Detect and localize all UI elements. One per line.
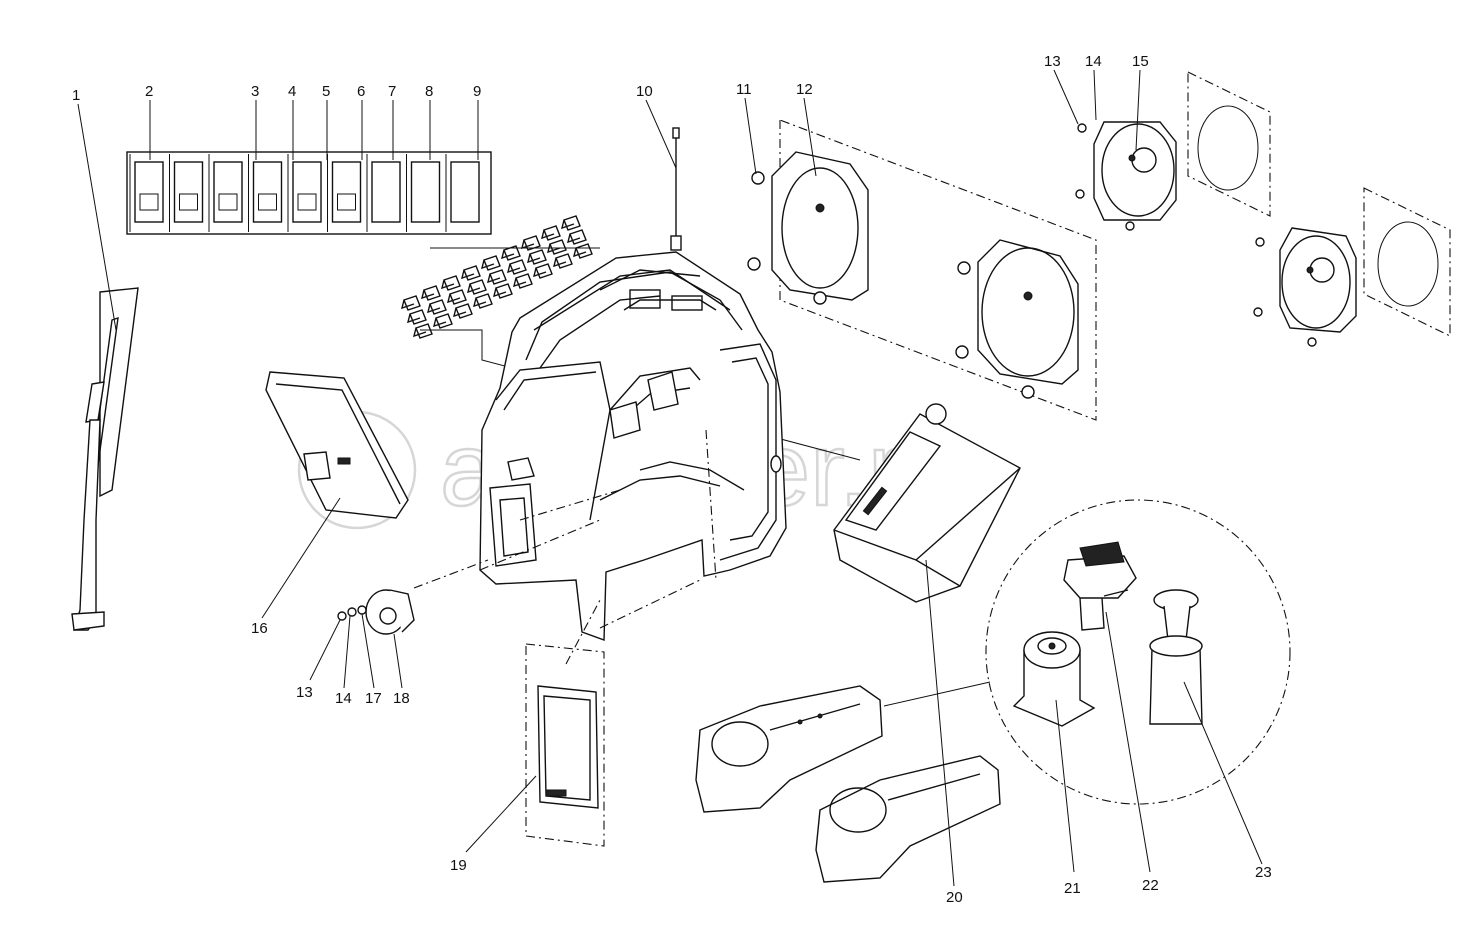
callout-22: 22 (1142, 877, 1159, 894)
callout-labels: 1 2 3 4 5 6 7 8 9 10 11 12 13 14 15 16 1… (72, 53, 1272, 906)
callout-11: 11 (736, 81, 752, 98)
callout-7: 7 (388, 83, 396, 100)
switch-cap (407, 309, 427, 325)
switch-cap (553, 253, 573, 269)
console-lower-2 (815, 755, 1001, 883)
switch-cap (541, 225, 561, 241)
switch-symbol-icon (297, 193, 317, 211)
switch-symbol-icon (218, 193, 238, 211)
rocker-switch (134, 161, 164, 223)
rocker-switch (292, 161, 322, 223)
switch-symbol-icon (139, 193, 159, 211)
callout-10: 10 (636, 83, 653, 100)
callout-17: 17 (365, 690, 382, 707)
antenna (670, 127, 682, 251)
switch-cap (413, 323, 433, 339)
switch-cap (493, 283, 513, 299)
callout-18: 18 (393, 690, 410, 707)
speaker-lower (1253, 187, 1451, 347)
callout-21: 21 (1064, 880, 1081, 897)
switch-cap (441, 275, 461, 291)
callout-13-top: 13 (1044, 53, 1061, 70)
switch-cap (401, 295, 421, 311)
callout-3: 3 (251, 83, 259, 100)
switch-cap (533, 263, 553, 279)
speaker-upper (1075, 71, 1271, 231)
callout-4: 4 (288, 83, 296, 100)
callout-5: 5 (322, 83, 330, 100)
callout-1: 1 (72, 87, 80, 104)
switch-cap (547, 239, 567, 255)
callout-23: 23 (1255, 864, 1272, 881)
rocker-switch (371, 161, 401, 223)
callout-14-bottom: 14 (335, 690, 352, 707)
switch-cap (461, 265, 481, 281)
switch-cap (447, 289, 467, 305)
switch-symbol-icon (179, 193, 198, 211)
speaker-plates (747, 119, 1097, 421)
switch-cap (507, 259, 527, 275)
radio-unit (833, 403, 1021, 603)
rocker-switch (173, 161, 204, 223)
callout-12: 12 (796, 81, 813, 98)
switch-cap (473, 293, 493, 309)
controller-box (265, 371, 409, 519)
switch-cap (467, 279, 487, 295)
leader-lines (77, 69, 1263, 887)
rocker-switch (331, 161, 362, 223)
rocker-switch (252, 161, 283, 223)
switch-cap (573, 243, 593, 259)
switch-symbol-icon (337, 193, 356, 211)
switch-cap (487, 269, 507, 285)
switch-cap (453, 303, 473, 319)
switch-panel (126, 151, 492, 235)
switch-cap (433, 313, 453, 329)
cab-frame (479, 251, 787, 641)
rocker-switch (410, 161, 441, 223)
rocker-switch (213, 161, 243, 223)
switch-cap (501, 245, 521, 261)
switch-cap (421, 285, 441, 301)
buzzer-assembly (337, 559, 489, 635)
callout-16: 16 (251, 620, 268, 637)
switch-cap (567, 229, 587, 245)
rocker-switch (450, 161, 480, 223)
callout-15: 15 (1132, 53, 1149, 70)
callout-19: 19 (450, 857, 467, 874)
callout-14-top: 14 (1085, 53, 1102, 70)
switch-cap (561, 215, 581, 231)
switch-caps-group (401, 215, 593, 339)
switch-symbol-icon (258, 193, 277, 211)
switch-cap (427, 299, 447, 315)
callout-6: 6 (357, 83, 365, 100)
display-module (525, 599, 605, 847)
callout-2: 2 (145, 83, 153, 100)
switch-cap (527, 249, 547, 265)
callout-20: 20 (946, 889, 963, 906)
console-lower (695, 685, 883, 813)
callout-9: 9 (473, 83, 481, 100)
callout-13-bottom: 13 (296, 684, 313, 701)
wiper-arm-blade (71, 287, 139, 631)
callout-8: 8 (425, 83, 433, 100)
switch-cap (481, 255, 501, 271)
controls-group (985, 499, 1291, 805)
switch-cap (513, 273, 533, 289)
